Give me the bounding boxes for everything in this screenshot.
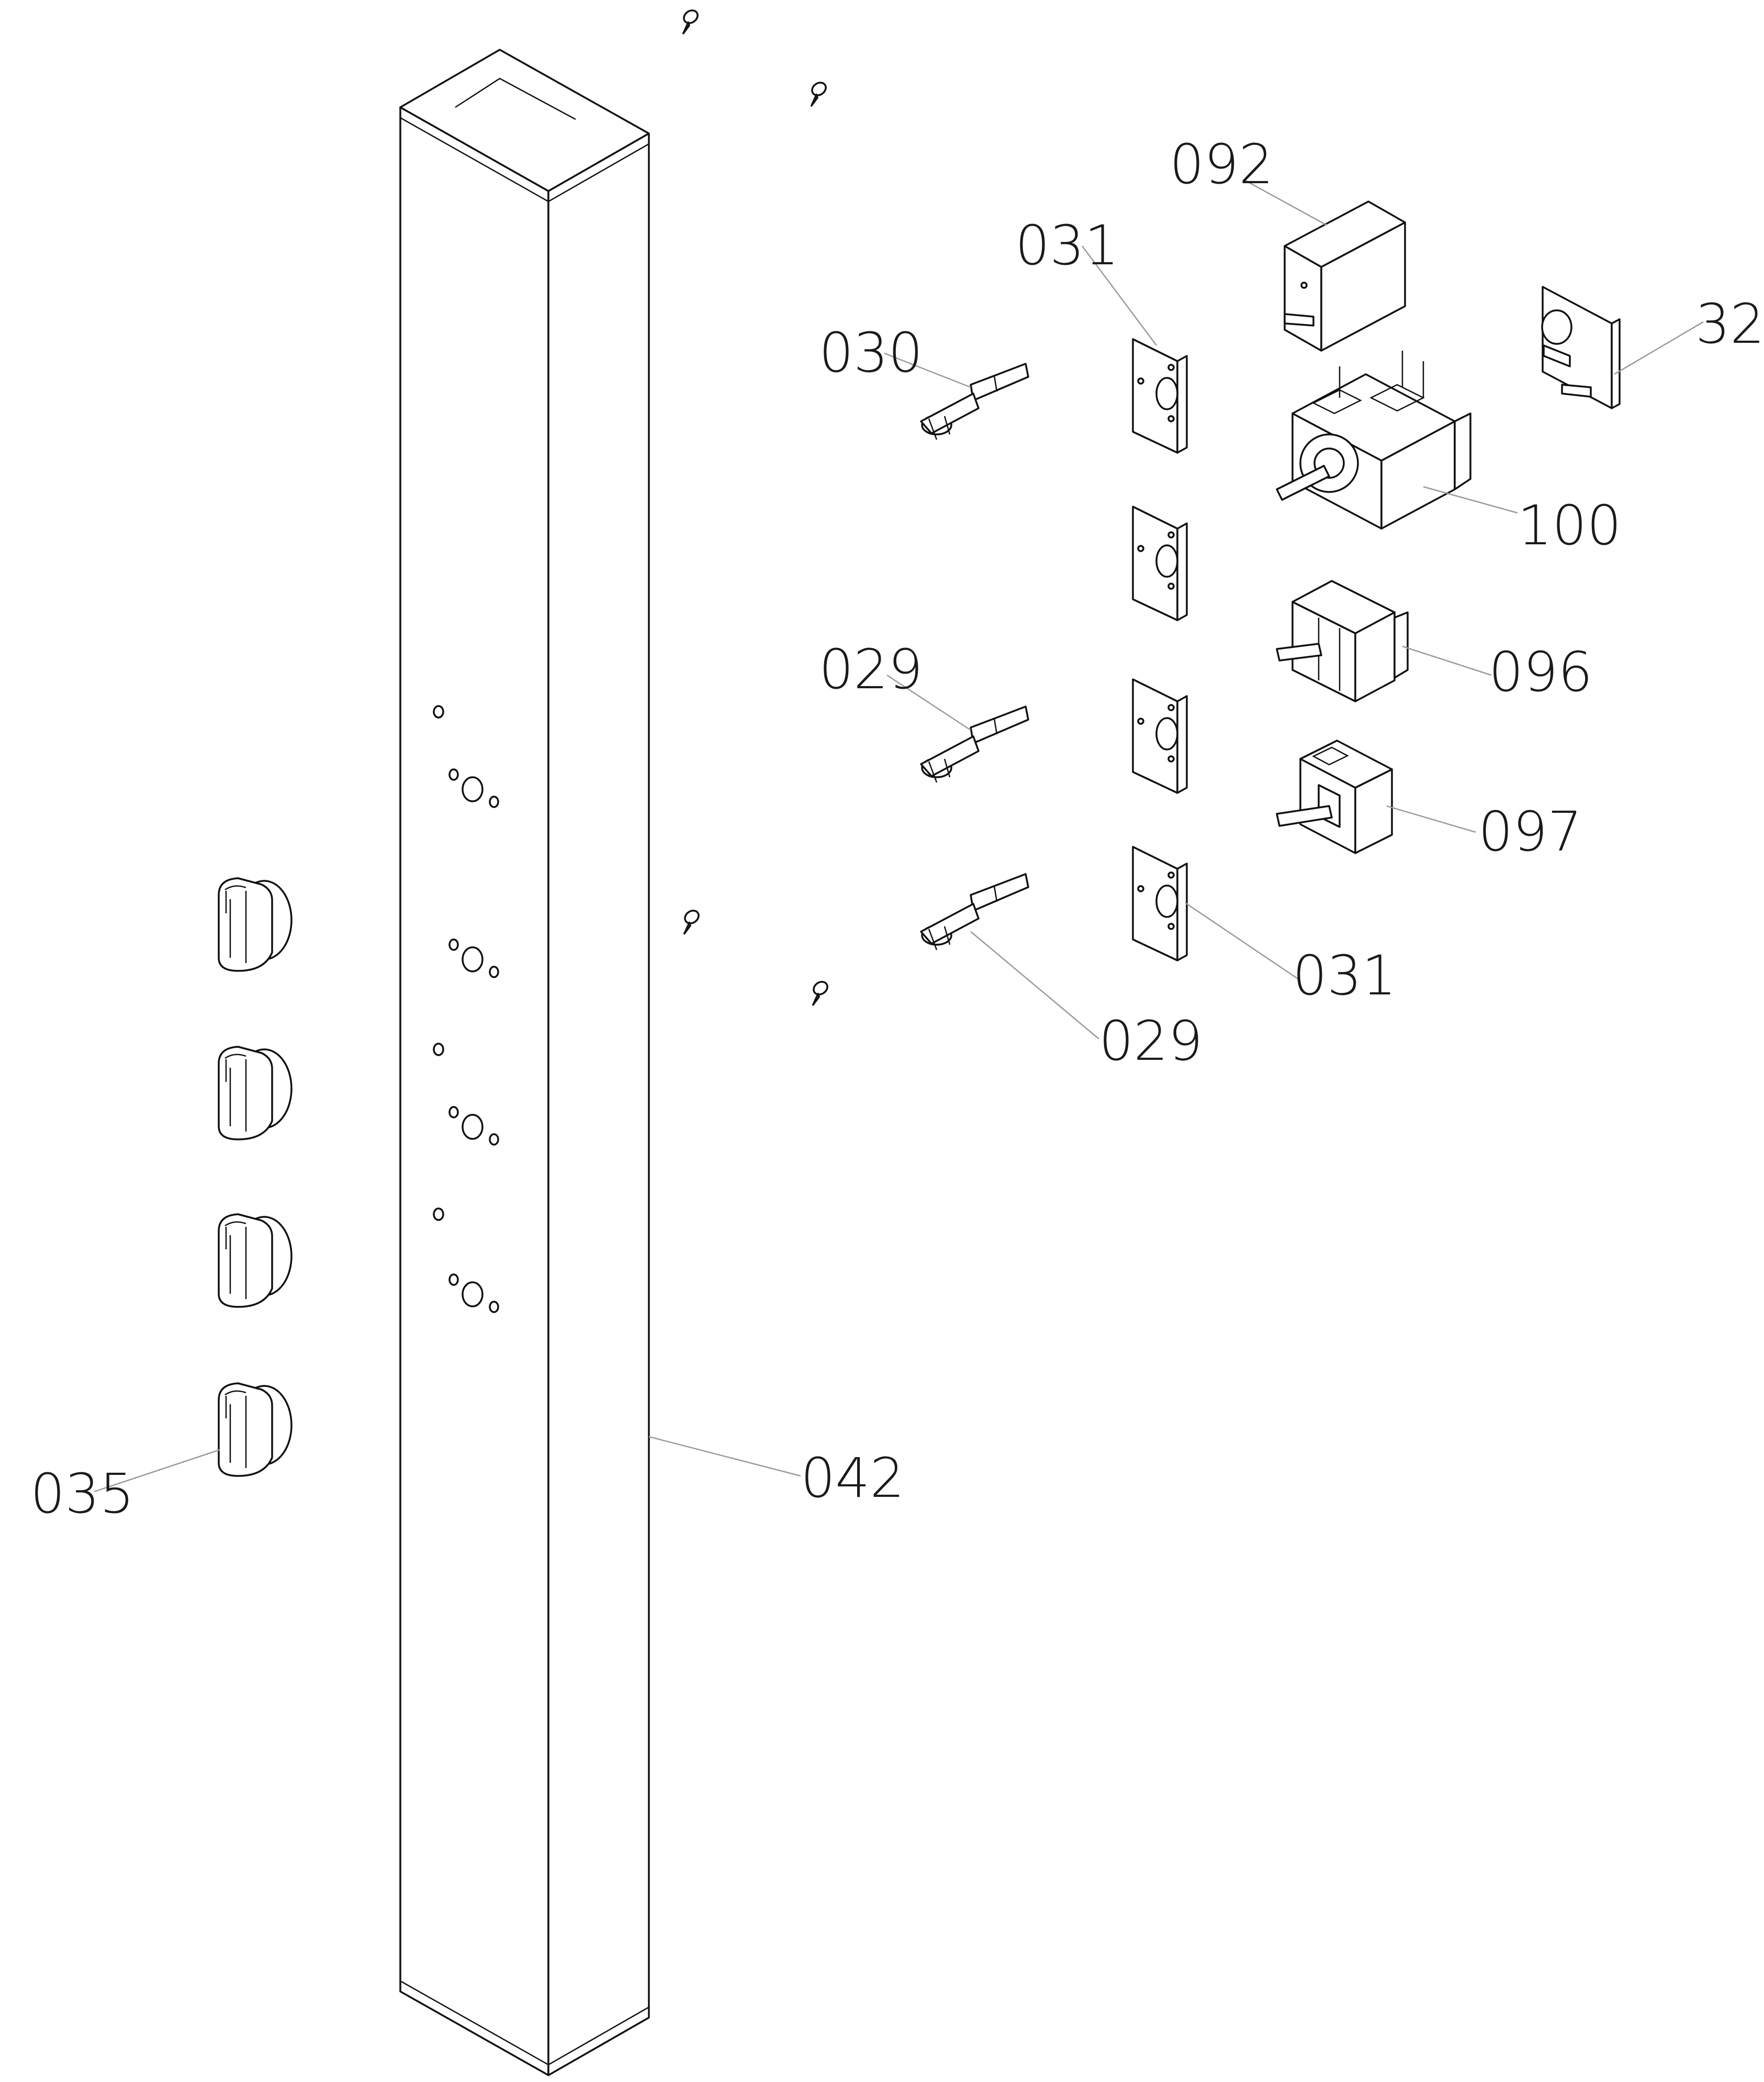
screw-icon xyxy=(812,981,828,1006)
screw-icon xyxy=(683,910,700,935)
bracket-031 xyxy=(1132,338,1188,454)
callout-100: 100 xyxy=(1518,494,1622,557)
callout-32: 32 xyxy=(1695,292,1764,356)
callout-029-bottom: 029 xyxy=(1099,1009,1203,1073)
callout-031-bottom: 031 xyxy=(1293,944,1397,1008)
leader-lines xyxy=(94,180,1704,1493)
screw-icon xyxy=(810,82,827,107)
callout-035: 035 xyxy=(30,1462,134,1526)
callout-029-mid: 029 xyxy=(819,637,923,701)
callout-042: 042 xyxy=(801,1446,905,1510)
component-100 xyxy=(1276,351,1471,530)
bracket-031 xyxy=(1132,678,1188,794)
knob-icon xyxy=(218,1213,293,1308)
callout-092: 092 xyxy=(1170,132,1274,196)
component-096 xyxy=(1276,580,1409,702)
knob-icon xyxy=(218,1046,293,1140)
lamp-holder-030 xyxy=(920,363,1029,440)
bracket-031 xyxy=(1132,846,1188,961)
knob-icon xyxy=(218,877,293,972)
control-panel-042 xyxy=(399,49,650,2076)
callout-097: 097 xyxy=(1478,800,1582,864)
component-097 xyxy=(1276,740,1393,854)
knob-icon xyxy=(218,1382,293,1477)
component-092 xyxy=(1284,200,1406,352)
bracket-031 xyxy=(1132,506,1188,621)
lamp-holder-029a xyxy=(920,706,1029,783)
component-32 xyxy=(1541,286,1621,409)
panel-holes xyxy=(433,705,499,1313)
callout-030: 030 xyxy=(819,321,923,385)
callout-096: 096 xyxy=(1489,640,1593,704)
lamp-holder-029b xyxy=(920,873,1029,950)
callout-031-top: 031 xyxy=(1015,214,1119,277)
screw-icon xyxy=(682,9,699,35)
callout-labels: 092 031 32 030 100 029 096 097 031 029 0… xyxy=(30,132,1764,1526)
